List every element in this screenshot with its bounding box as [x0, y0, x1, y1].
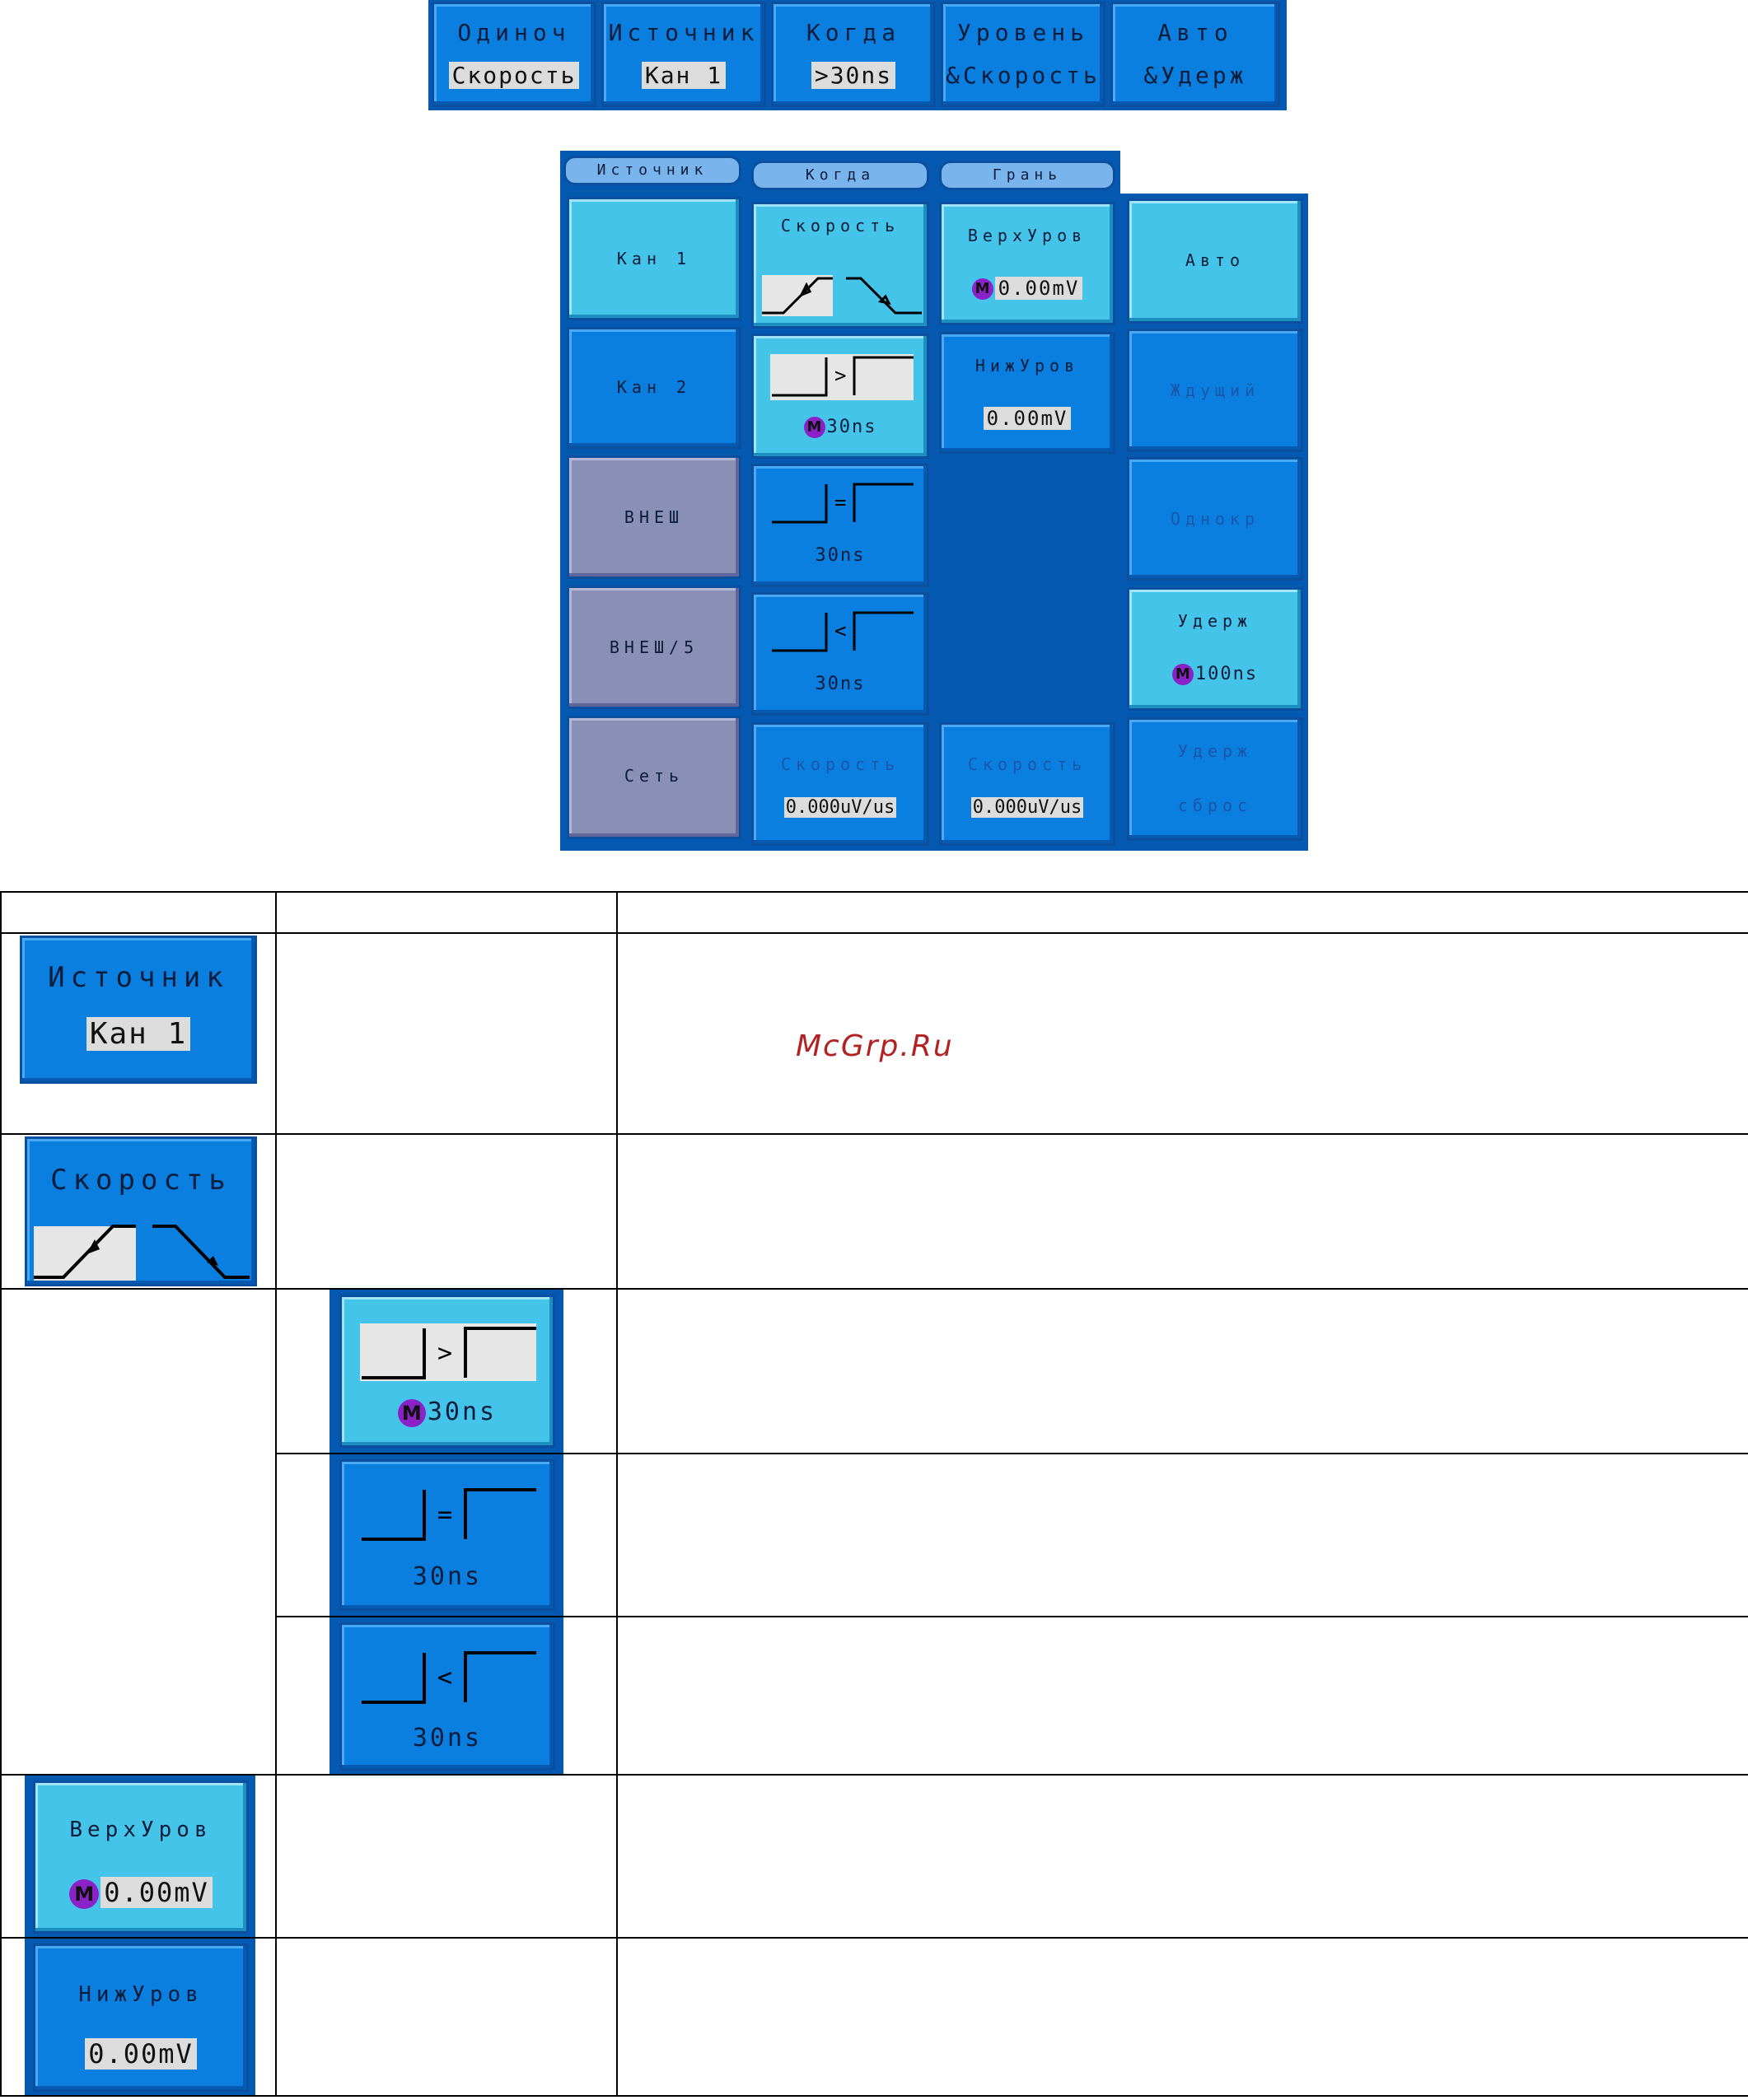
source-ext5-button[interactable]: ВНЕШ/5	[567, 586, 741, 709]
multipurpose-knob-icon: M	[1171, 664, 1194, 685]
multipurpose-knob-icon: M	[803, 417, 825, 438]
when-title: Когда	[751, 161, 929, 190]
mode-auto-button[interactable]: Авто	[1127, 198, 1303, 324]
menu-when[interactable]: Когда >30ns	[771, 2, 936, 107]
watermark: McGrp.Ru	[796, 1029, 954, 1063]
slope-icons	[34, 1225, 250, 1281]
menu-value: &Удерж	[1143, 62, 1247, 89]
holdoff-reset-button[interactable]: Удерж сброс	[1127, 717, 1303, 841]
lower-level-button[interactable]: НижУров 0.00mV	[939, 332, 1115, 454]
condition-less-key-image: < 30ns	[339, 1622, 555, 1771]
multipurpose-knob-icon: M	[69, 1879, 100, 1909]
svg-text:=: =	[834, 491, 846, 514]
menu-value: Кан 1	[641, 62, 727, 89]
source-ext-button[interactable]: ВНЕШ	[567, 455, 741, 579]
pulse-greater-icon: >	[360, 1323, 536, 1381]
edge-title: Грань	[939, 161, 1115, 190]
menu-label: Уровень	[956, 19, 1089, 46]
source-ac-line-button[interactable]: Сеть	[567, 716, 741, 839]
source-column: Источник Кан 1 Кан 2 ВНЕШ ВНЕШ/5 Сеть	[560, 151, 746, 851]
settings-description-table: Источник Кан 1 Скорость	[0, 891, 1748, 2097]
slope-key-image: Скорость	[25, 1136, 257, 1286]
condition-equal-key-image: = 30ns	[339, 1459, 555, 1611]
menu-level-slope[interactable]: Уровень &Скорость	[941, 2, 1105, 107]
slope-icons	[762, 275, 922, 316]
mode-single-button[interactable]: Однокр	[1127, 457, 1303, 581]
menu-value: &Скорость	[946, 62, 1101, 89]
svg-text:<: <	[834, 619, 846, 642]
menu-auto-holdoff[interactable]: Авто &Удерж	[1110, 2, 1280, 107]
menu-source[interactable]: Источник Кан 1	[601, 2, 766, 107]
mode-normal-button[interactable]: Ждущий	[1127, 329, 1303, 452]
source-title: Источник	[563, 156, 741, 185]
multipurpose-knob-icon: M	[397, 1398, 426, 1427]
table-row: Источник Кан 1	[0, 932, 1748, 1135]
menu-label: Одиноч	[457, 19, 571, 46]
source-key-image: Источник Кан 1	[20, 936, 257, 1084]
menu-value: >30ns	[811, 62, 896, 89]
menu-label: Когда	[806, 19, 901, 46]
pulse-equal-icon: =	[362, 1488, 536, 1541]
svg-text:>: >	[834, 364, 846, 387]
pulse-less-icon: <	[772, 611, 914, 652]
top-menu-bar: Одиноч Скорость Источник Кан 1 Когда >30…	[428, 0, 1287, 110]
menu-single-slope[interactable]: Одиноч Скорость	[432, 2, 596, 107]
table-row: Скорость	[0, 1133, 1748, 1290]
pulse-equal-icon: =	[772, 483, 914, 524]
condition-equal-button[interactable]: = 30ns	[751, 464, 929, 587]
multipurpose-knob-icon: M	[971, 278, 993, 300]
trigger-menu-panel: Источник Кан 1 Кан 2 ВНЕШ ВНЕШ/5 Сеть Ко…	[560, 151, 1308, 851]
menu-value: Скорость	[448, 62, 580, 89]
table-row: = 30ns	[1, 1453, 1748, 1617]
lower-level-key-image: НижУров 0.00mV	[33, 1944, 249, 2092]
pulse-less-icon: <	[362, 1651, 536, 1704]
source-ch2-button[interactable]: Кан 2	[567, 327, 741, 449]
menu-label: Источник	[608, 19, 759, 46]
condition-less-button[interactable]: < 30ns	[751, 592, 929, 716]
pulse-greater-icon: >	[770, 354, 914, 400]
edge-slew-rate-readout: Скорость 0.000uV/us	[939, 722, 1115, 846]
source-ch1-button[interactable]: Кан 1	[567, 197, 741, 320]
slew-rate-readout: Скорость 0.000uV/us	[751, 722, 929, 846]
table-header-row	[0, 891, 1748, 934]
table-row: < 30ns	[1, 1616, 1748, 1776]
svg-text:<: <	[437, 1664, 452, 1692]
slope-select-button[interactable]: Скорость	[751, 202, 929, 329]
menu-label: Авто	[1157, 19, 1233, 46]
svg-text:>: >	[437, 1339, 452, 1368]
svg-text:=: =	[437, 1500, 452, 1529]
table-row: НижУров 0.00mV	[0, 1937, 1748, 2097]
